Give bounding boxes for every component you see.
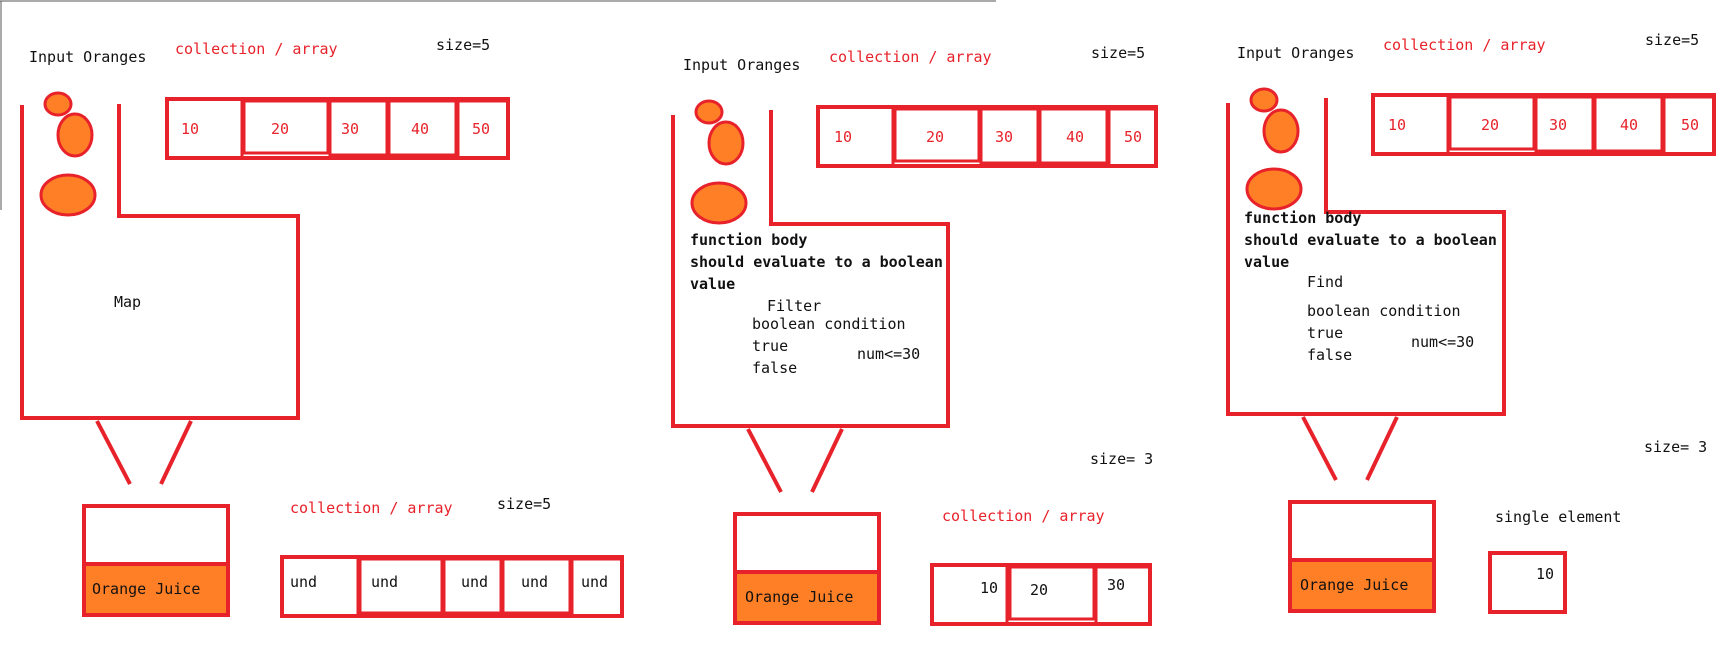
array-value: 20: [1481, 116, 1500, 134]
collection-label: collection / array: [829, 48, 992, 66]
condition-label: boolean condition: [1307, 302, 1461, 320]
function-body-label: should evaluate to a boolean: [690, 253, 943, 271]
function-body-label: value: [1244, 253, 1290, 271]
function-body-label: value: [690, 275, 736, 293]
find-funnel: [1226, 98, 1506, 416]
orange-icon: [690, 181, 748, 225]
array-value: 20: [271, 120, 290, 138]
false-label: false: [752, 359, 798, 377]
size-label: size=5: [1091, 44, 1146, 62]
orange-juice: [82, 562, 230, 617]
output-value: 10: [1536, 565, 1555, 583]
output-element: [1488, 551, 1567, 614]
output-size-label: size= 3: [1644, 438, 1708, 456]
array-value: 10: [834, 128, 853, 146]
input-label: Input Oranges: [1237, 44, 1355, 62]
juice-label: Orange Juice: [92, 580, 201, 598]
false-label: false: [1307, 346, 1353, 364]
condition-expression: num<=30: [1411, 333, 1475, 351]
input-array: [816, 105, 1158, 168]
array-value: 10: [1388, 116, 1407, 134]
orange-icon: [694, 99, 724, 125]
size-label: size=5: [1645, 31, 1700, 49]
condition-label: boolean condition: [752, 315, 906, 333]
orange-icon: [707, 120, 745, 166]
array-value: 40: [1620, 116, 1639, 134]
output-value: und: [581, 573, 609, 591]
orange-icon: [1249, 87, 1279, 113]
filter-funnel: [671, 110, 950, 428]
operation-label: Map: [114, 293, 142, 311]
orange-icon: [43, 91, 73, 117]
output-collection-label: collection / array: [942, 507, 1105, 525]
orange-icon: [1245, 167, 1303, 211]
orange-icon: [39, 173, 97, 217]
find-panel: [1226, 87, 1716, 614]
output-value: und: [521, 573, 549, 591]
orange-juice: [733, 570, 881, 625]
array-value: 30: [1549, 116, 1568, 134]
collection-label: collection / array: [175, 40, 338, 58]
condition-expression: num<=30: [857, 345, 921, 363]
output-label: single element: [1495, 508, 1622, 526]
map-panel: [20, 91, 624, 618]
output-value: und: [461, 573, 489, 591]
output-size-label: size=5: [497, 495, 552, 513]
output-value: 20: [1030, 581, 1049, 599]
collection-label: collection / array: [1383, 36, 1546, 54]
array-value: 50: [472, 120, 491, 138]
orange-icon: [56, 112, 94, 158]
array-value: 20: [926, 128, 945, 146]
operation-label: Find: [1307, 273, 1344, 291]
output-collection-label: collection / array: [290, 499, 453, 517]
array-value: 40: [411, 120, 430, 138]
orange-icon: [1262, 108, 1300, 154]
array-value: 30: [995, 128, 1014, 146]
input-label: Input Oranges: [29, 48, 147, 66]
output-value: und: [290, 573, 318, 591]
true-label: true: [1307, 324, 1344, 342]
input-label: Input Oranges: [683, 56, 801, 74]
output-value: und: [371, 573, 399, 591]
array-value: 50: [1124, 128, 1143, 146]
function-body-label: function body: [690, 231, 808, 249]
function-body-label: should evaluate to a boolean: [1244, 231, 1497, 249]
filter-panel: [671, 99, 1158, 626]
array-value: 10: [181, 120, 200, 138]
orange-juice: [1288, 558, 1436, 613]
array-value: 50: [1681, 116, 1700, 134]
array-value: 30: [341, 120, 360, 138]
map-funnel: [20, 104, 300, 420]
true-label: true: [752, 337, 789, 355]
operation-label: Filter: [767, 297, 822, 315]
function-body-label: function body: [1244, 209, 1362, 227]
output-value: 10: [980, 579, 999, 597]
array-value: 40: [1066, 128, 1085, 146]
output-value: 30: [1107, 576, 1126, 594]
juice-label: Orange Juice: [1300, 576, 1409, 594]
juice-label: Orange Juice: [745, 588, 854, 606]
output-size-label: size= 3: [1090, 450, 1154, 468]
size-label: size=5: [436, 36, 491, 54]
